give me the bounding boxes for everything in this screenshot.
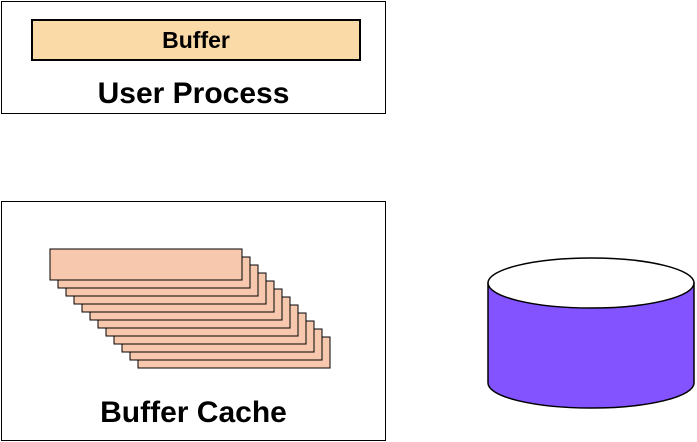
user-process-title: User Process xyxy=(97,77,290,110)
disk-icon xyxy=(487,257,695,409)
buffer-cache-title: Buffer Cache xyxy=(100,396,287,429)
user-buffer: Buffer xyxy=(31,19,361,61)
disk-body xyxy=(487,282,695,409)
cache-buffer-stack xyxy=(49,248,331,369)
disk-top xyxy=(487,257,695,309)
user-process-box: Buffer User Process xyxy=(1,1,386,114)
buffer-cache-box: Buffer Cache xyxy=(1,201,386,441)
cache-buffer xyxy=(49,248,243,281)
